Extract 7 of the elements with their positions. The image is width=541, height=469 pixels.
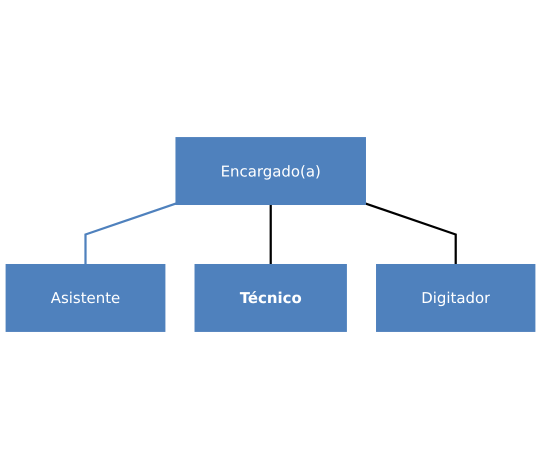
node-box: Encargado(a) (175, 137, 366, 205)
connector (365, 202, 457, 264)
connector (270, 204, 272, 264)
node-box: Asistente (6, 264, 166, 332)
node-box: Técnico (194, 264, 347, 332)
node-box: Digitador (376, 264, 536, 332)
connector (84, 202, 176, 264)
